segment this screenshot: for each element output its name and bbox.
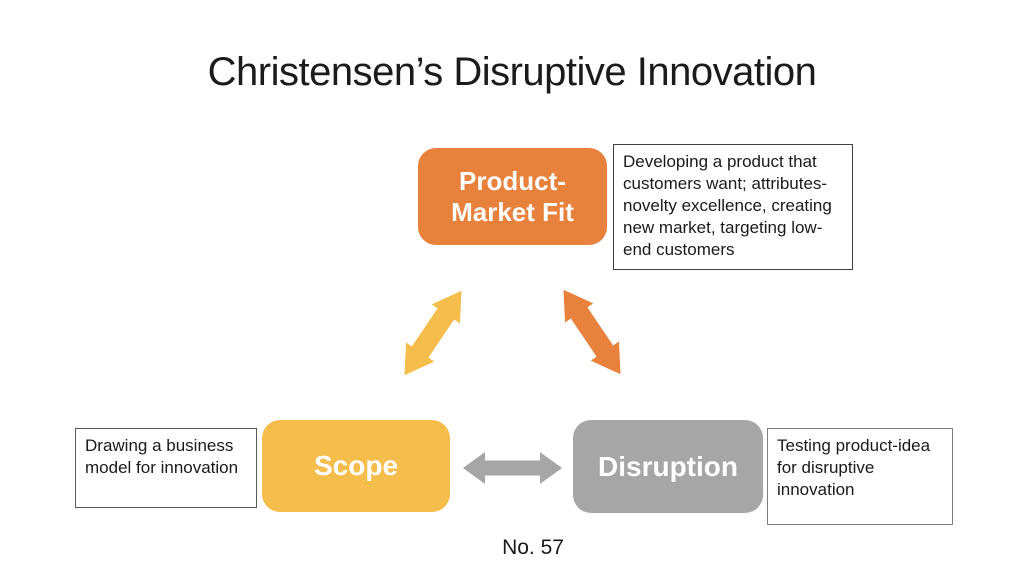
scope-pmf-double-arrow-shape	[404, 290, 462, 376]
node-disruption: Disruption	[573, 420, 763, 513]
node-scope-label: Scope	[313, 450, 399, 481]
scope-disruption-double-arrow-icon	[463, 452, 562, 484]
node-disruption-label: Disruption	[598, 450, 738, 482]
pmf-disruption-double-arrow-icon	[563, 289, 621, 375]
node-product-market-fit: Product-Market Fit	[418, 148, 607, 245]
node-product-market-fit-label: Product-Market Fit	[451, 165, 574, 227]
page-number: No. 57	[502, 536, 564, 559]
annotation-product-market-fit: Developing a product that customers want…	[613, 144, 853, 270]
annotation-disruption: Testing product-idea for disruptive inno…	[767, 428, 953, 525]
scope-disruption-double-arrow-shape	[463, 452, 562, 484]
scope-pmf-double-arrow-icon	[404, 290, 462, 376]
slide-title: Christensen’s Disruptive Innovation	[207, 50, 817, 94]
node-scope: Scope	[262, 420, 450, 512]
annotation-scope: Drawing a business model for innovation	[75, 428, 257, 508]
pmf-disruption-double-arrow-shape	[563, 289, 621, 375]
